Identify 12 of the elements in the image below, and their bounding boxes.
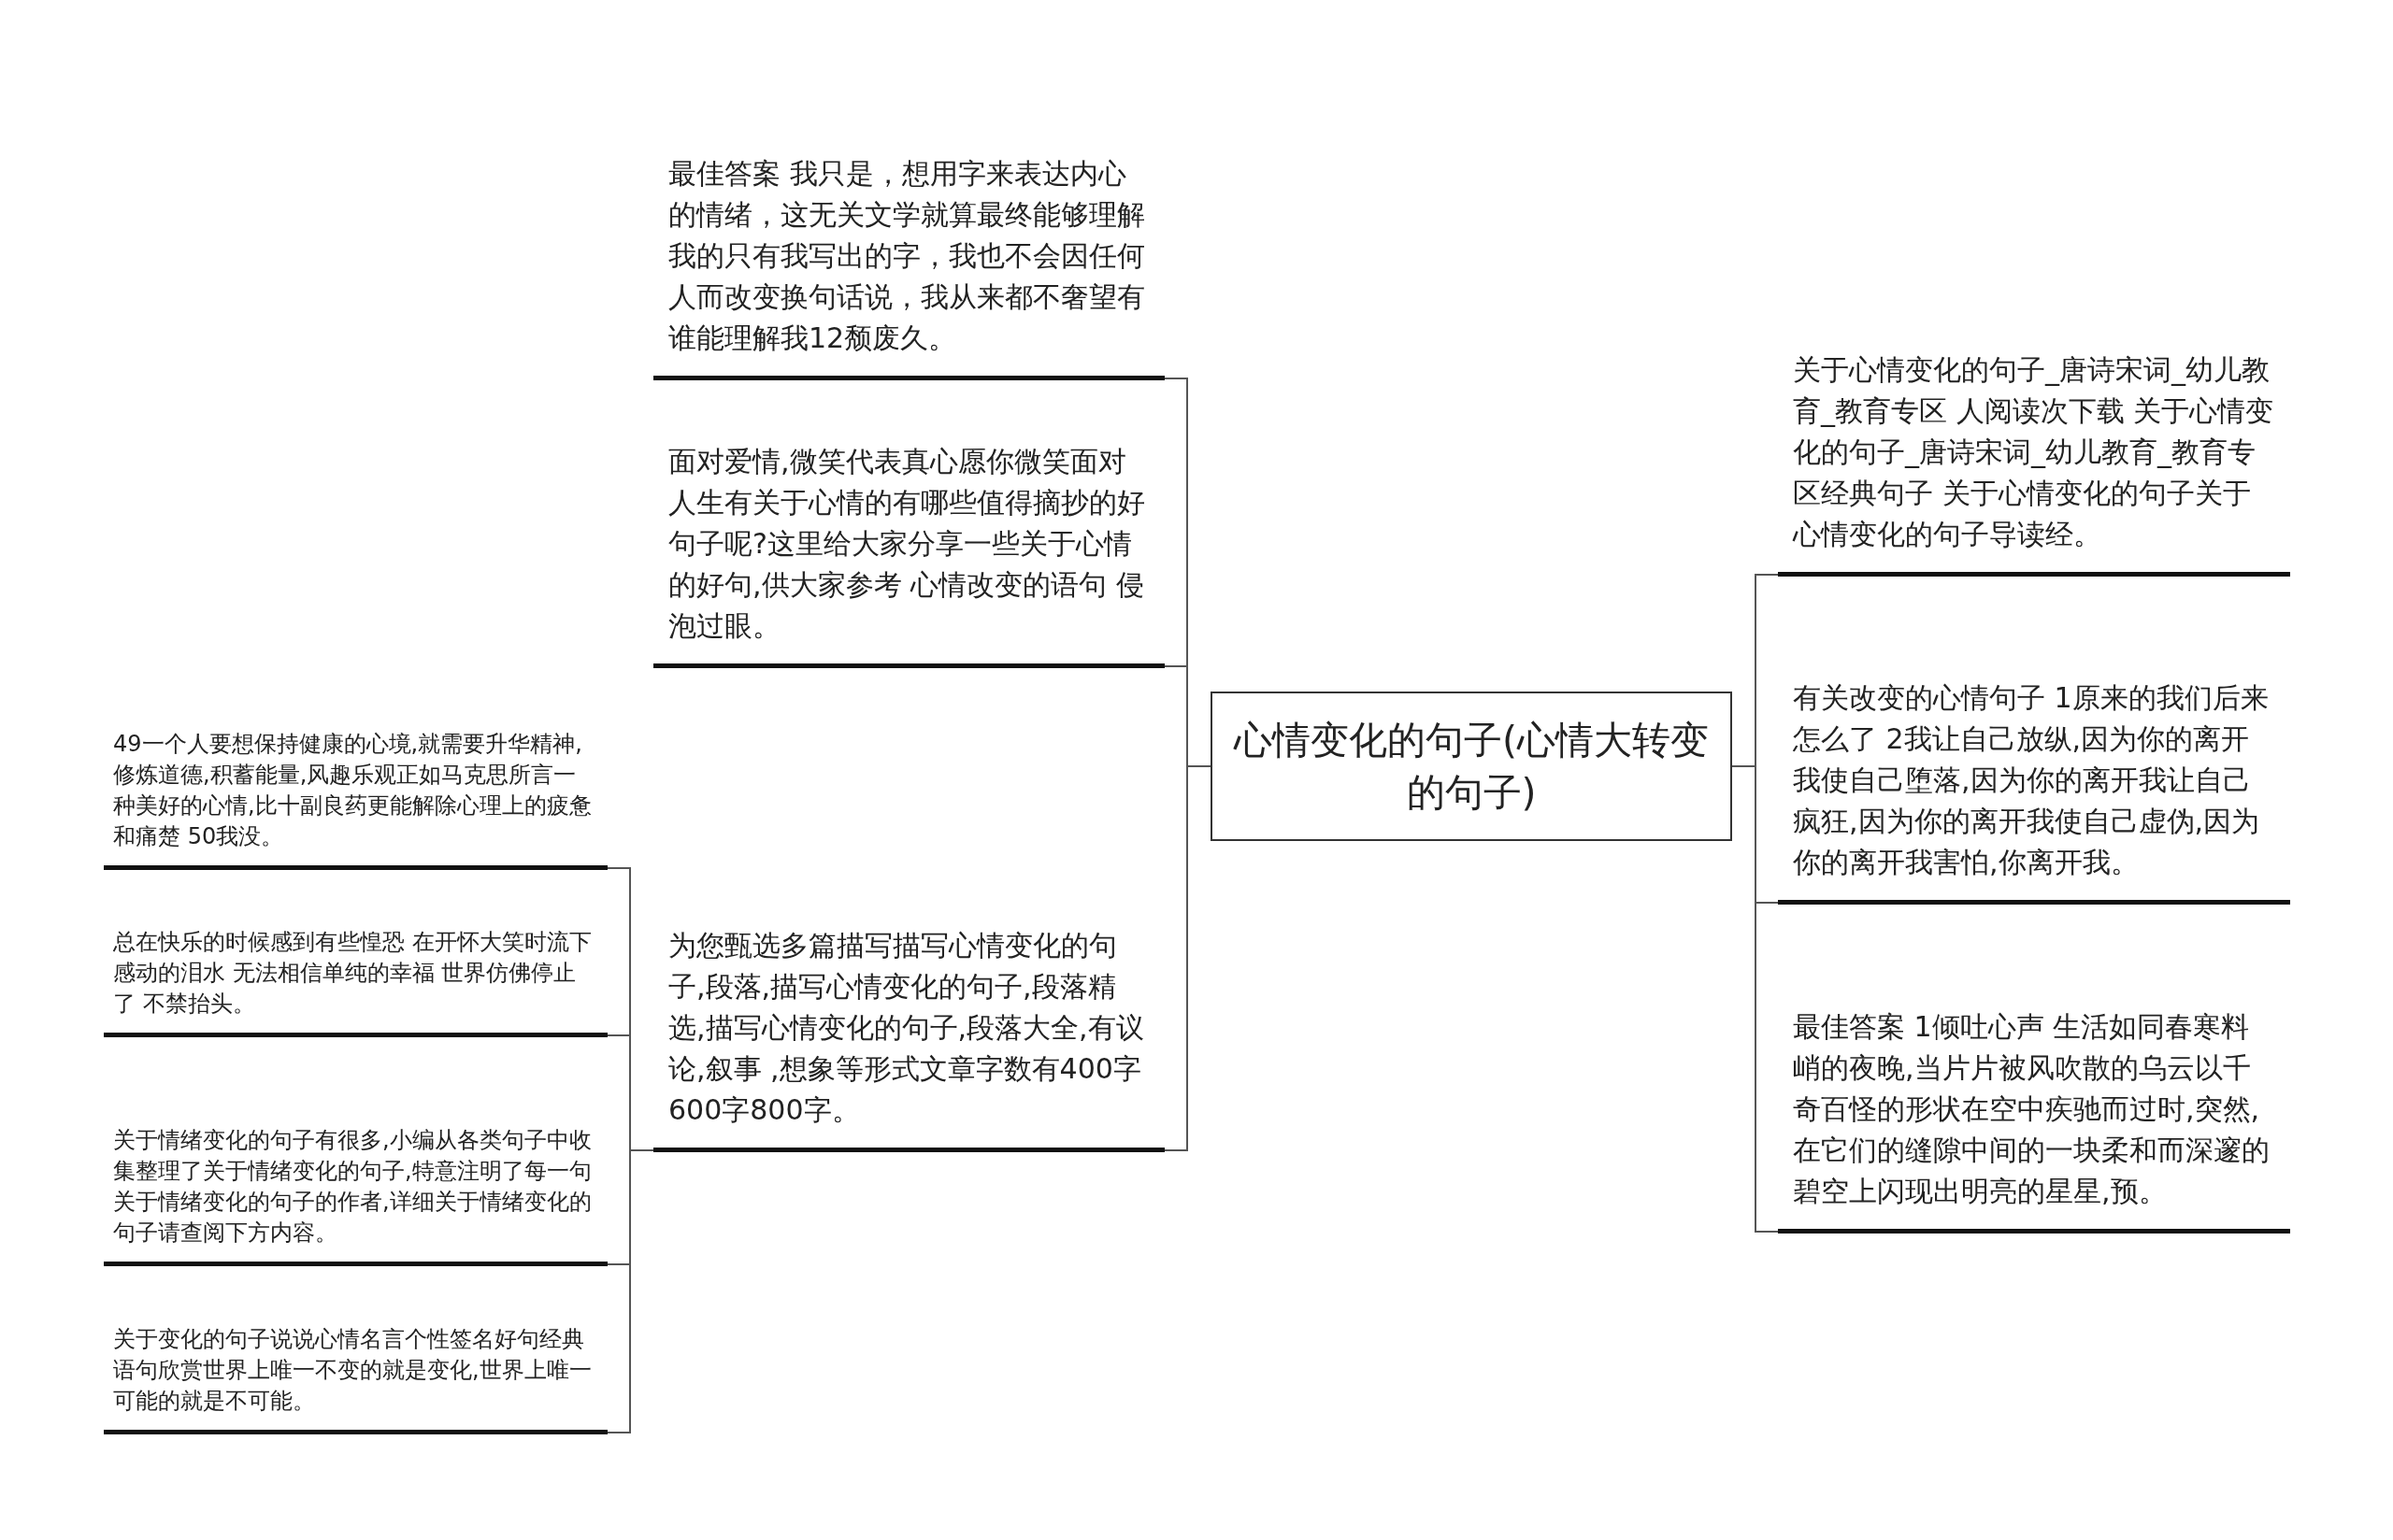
central-topic-box: 心情变化的句子(心情大转变的句子): [1211, 692, 1732, 841]
topic-text: 关于变化的句子说说心情名言个性签名好句经典语句欣赏世界上唯一不变的就是变化,世界上唯一可能的就是不可能。: [104, 1324, 608, 1434]
topic-text: 面对爱情,微笑代表真心愿你微笑面对人生有关于心情的有哪些值得摘抄的好句子呢?这里给大家分享一些关于心情的好句,供大家参考 心情改变的语句 侵泡过眼。: [653, 441, 1165, 668]
topic-text: 有关改变的心情句子 1原来的我们后来怎么了 2我让自己放纵,因为你的离开我使自己堕落,因为你的离开我让自己疯狂,因为你的离开我使自己虚伪,因为你的离开我害怕,你离开我。: [1778, 677, 2290, 905]
topic-text: 总在快乐的时候感到有些惶恐 在开怀大笑时流下感动的泪水 无法相信单纯的幸福 世界仿佛停止了 不禁抬头。: [104, 927, 608, 1037]
topic-text: 49一个人要想保持健康的心境,就需要升华精神,修炼道德,积蓄能量,风趣乐观正如马克思所言一种美好的心情,比十副良药更能解除心理上的疲惫和痛楚 50我没。: [104, 729, 608, 870]
connector-line: [607, 1149, 654, 1433]
topic-text: 为您甄选多篇描写描写心情变化的句子,段落,描写心情变化的句子,段落精选,描写心情变化的句子,段落大全,有议论,叙事 ,想象等形式文章字数有400字600字800字。: [653, 925, 1165, 1152]
topic-text: 最佳答案 我只是，想用字来表达内心的情绪，这无关文学就算最终能够理解我的只有我写出的字，我也不会因任何人而改变换句话说，我从来都不奢望有谁能理解我12颓废久。: [653, 153, 1165, 380]
topic-text: 关于心情变化的句子_唐诗宋词_幼儿教育_教育专区 人阅读次下载 关于心情变化的句子_唐诗宋词_幼儿教育_教育专区经典句子 关于心情变化的句子关于心情变化的句子导读经。: [1778, 349, 2290, 577]
topic-text: 关于情绪变化的句子有很多,小编从各类句子中收集整理了关于情绪变化的句子,特意注明了每一句关于情绪变化的句子的作者,详细关于情绪变化的句子请查阅下方内容。: [104, 1125, 608, 1266]
topic-text: 最佳答案 1倾吐心声 生活如同春寒料峭的夜晚,当片片被风吹散的乌云以千奇百怪的形状在空中疾驰而过时,突然,在它们的缝隙中间的一块柔和而深邃的碧空上闪现出明亮的星星,预。: [1778, 1006, 2290, 1233]
